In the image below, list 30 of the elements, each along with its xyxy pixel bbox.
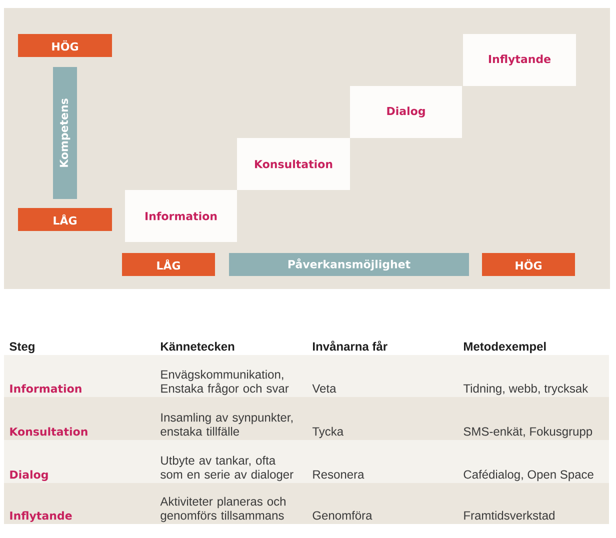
- level-box: HÖG: [482, 253, 575, 276]
- row-heading: Dialog: [10, 470, 48, 481]
- column-header: Steg: [10, 342, 34, 354]
- level-box: HÖG: [18, 34, 112, 57]
- row-heading: Inflytande: [10, 511, 72, 522]
- table-cell: Aktiviteter planeras och genomförs tillsammans: [160, 496, 286, 522]
- column-header: Kännetecken: [161, 342, 234, 351]
- axis-bar: Påverkansmöjlighet: [229, 253, 469, 276]
- table-cell: Tidning, webb, trycksak: [463, 384, 588, 396]
- table-cell: Resonera: [313, 470, 364, 479]
- table-cell: Veta: [312, 384, 336, 393]
- column-header: Metodexempel: [464, 342, 546, 354]
- step-box: Dialog: [350, 86, 462, 138]
- axis-bar: Kompetens: [53, 67, 77, 199]
- column-header: Invånarna får: [313, 340, 388, 351]
- step-box: Konsultation: [237, 138, 350, 190]
- table-cell: Envägskommunikation, Enstaka frågor och svar: [161, 370, 289, 396]
- level-box: LÅG: [18, 208, 112, 231]
- table-cell: Genomföra: [312, 510, 372, 520]
- table-cell: Tycka: [312, 426, 344, 438]
- table-cell: Cafédialog, Open Space: [464, 470, 594, 482]
- table-cell: Framtidsverkstad: [464, 510, 554, 520]
- table-cell: Utbyte av tankar, ofta som en serie av dialoger: [160, 456, 294, 482]
- row-heading: Information: [10, 384, 82, 393]
- step-box: Information: [125, 190, 237, 242]
- row-heading: Konsultation: [10, 427, 88, 436]
- step-box: Inflytande: [463, 34, 576, 86]
- table-cell: Insamling av synpunkter, enstaka tillfälle: [160, 412, 293, 436]
- level-box: LÅG: [122, 253, 215, 276]
- table-cell: SMS-enkät, Fokusgrupp: [464, 426, 592, 438]
